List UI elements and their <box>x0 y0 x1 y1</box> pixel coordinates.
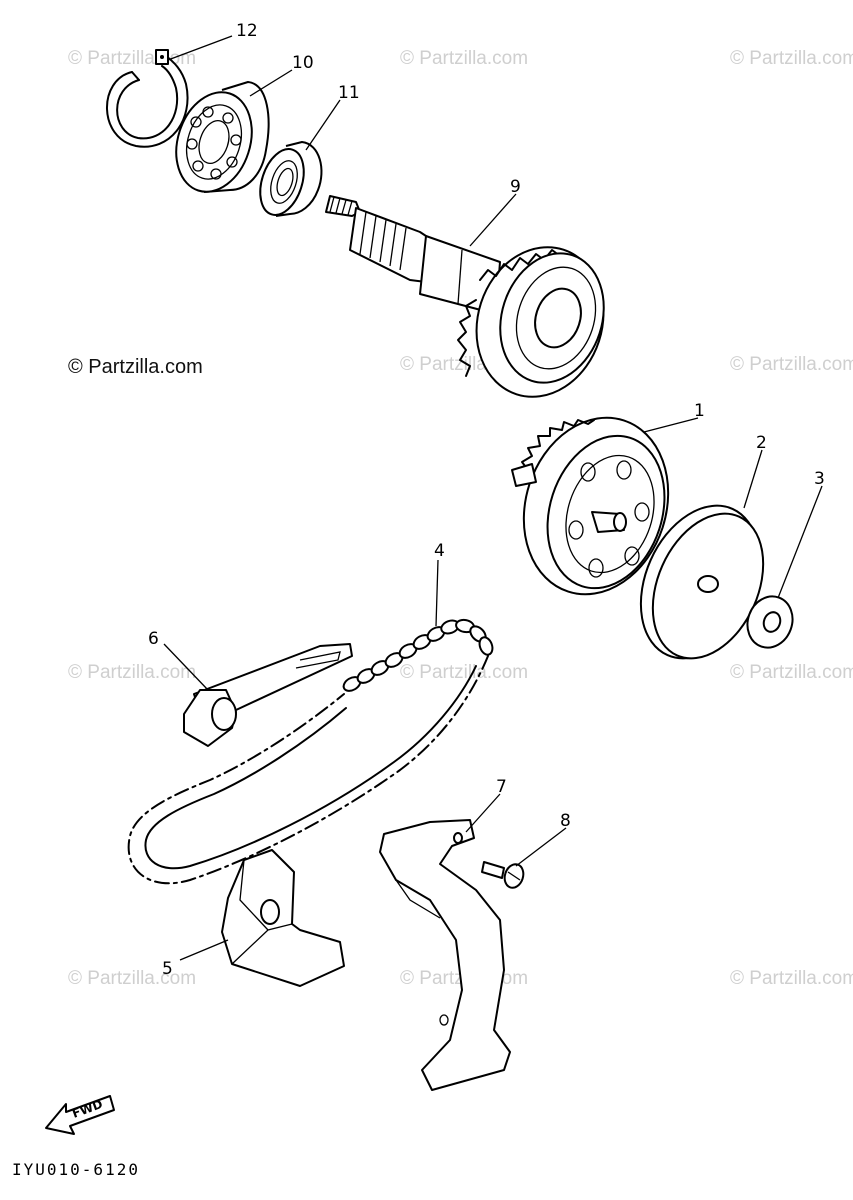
part-10-bearing[interactable] <box>164 81 270 202</box>
fwd-arrow-icon: FWD <box>45 1095 115 1135</box>
watermark: © Partzilla.com <box>68 662 196 683</box>
callout-7: 7 <box>496 777 507 797</box>
part-3-washer[interactable] <box>740 590 799 654</box>
part-6-chain-guide[interactable] <box>183 643 353 747</box>
callout-9: 9 <box>510 177 521 197</box>
part-2-plate[interactable] <box>618 487 784 677</box>
callout-8: 8 <box>560 811 571 831</box>
callout-5: 5 <box>162 959 173 979</box>
leader-lines <box>163 35 823 961</box>
part-4-chain[interactable] <box>127 618 495 885</box>
callout-11: 11 <box>338 83 360 103</box>
watermark: © Partzilla.com <box>730 48 853 69</box>
diagram-code: IYU010-6120 <box>12 1160 140 1179</box>
callout-2: 2 <box>756 433 767 453</box>
part-5-guide-block[interactable] <box>221 849 345 987</box>
part-9-shaft[interactable] <box>325 195 622 413</box>
watermark: © Partzilla.com <box>730 354 853 375</box>
watermark: © Partzilla.com <box>400 48 528 69</box>
callouts: 12 10 11 9 1 2 3 4 6 5 7 8 <box>148 21 825 979</box>
watermark: © Partzilla.com <box>730 662 853 683</box>
part-11-oil-seal[interactable] <box>252 141 323 221</box>
callout-1: 1 <box>694 401 705 421</box>
part-8-bolt[interactable] <box>481 861 526 890</box>
part-12-circlip[interactable] <box>106 49 189 148</box>
watermark: © Partzilla.com <box>400 662 528 683</box>
part-7-guide-bracket[interactable] <box>379 819 511 1091</box>
callout-6: 6 <box>148 629 159 649</box>
copyright-notice: © Partzilla.com <box>68 356 203 378</box>
callout-10: 10 <box>292 53 314 73</box>
callout-12: 12 <box>236 21 258 41</box>
callout-3: 3 <box>814 469 825 489</box>
watermark: © Partzilla.com <box>730 968 853 989</box>
callout-4: 4 <box>434 541 445 561</box>
watermark: © Partzilla.com <box>68 968 196 989</box>
part-1-gear-assembly[interactable] <box>502 399 691 613</box>
